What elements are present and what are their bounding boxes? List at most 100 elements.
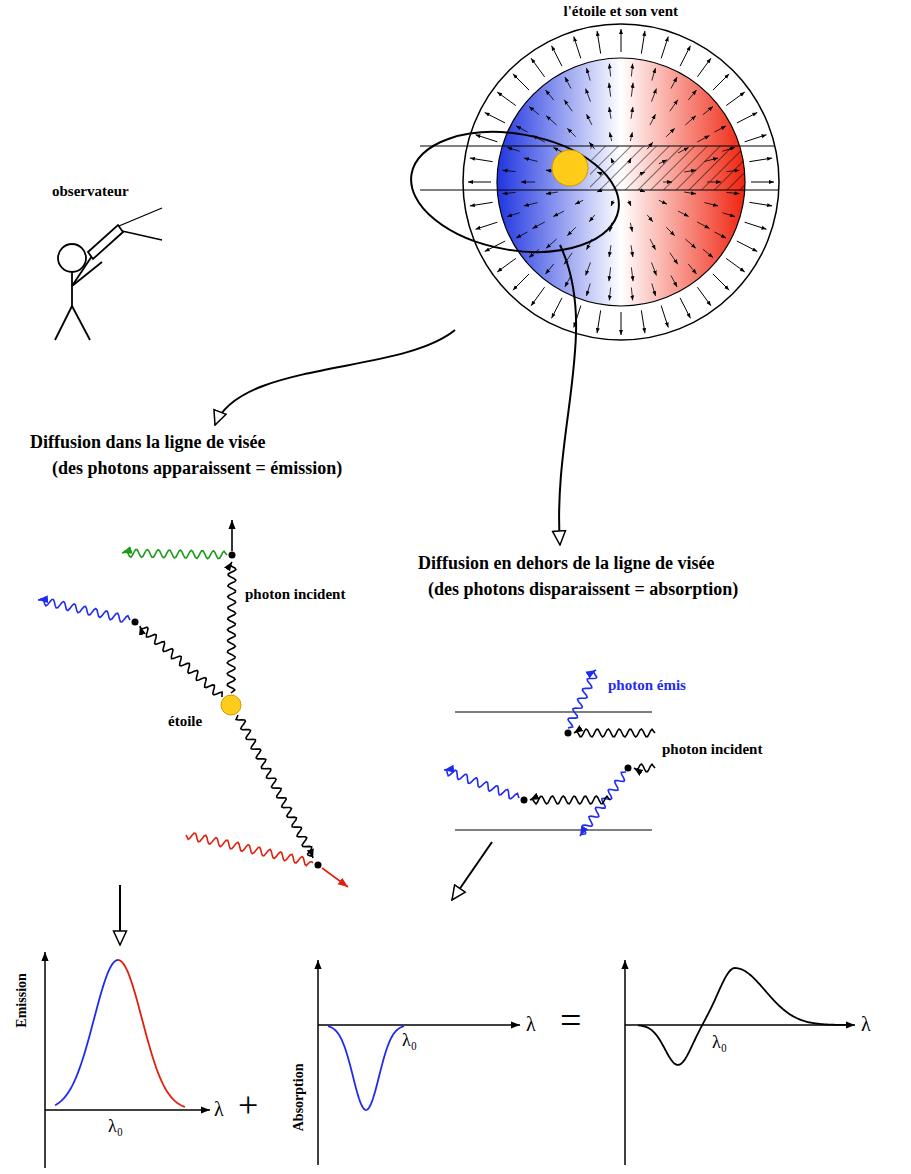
wind-arrows [468,29,774,335]
wind-arrow [553,211,564,216]
wind-arrow [552,46,562,66]
wind-arrow [575,200,583,204]
photon-label: photon émis [608,676,686,694]
p-cygni-profile [638,968,850,1065]
wind-arrow [609,245,611,257]
wind-arrow [671,77,677,88]
wind-arrow [685,116,695,125]
wind-arrow [678,211,689,216]
field-of-view-line [119,208,162,226]
wind-arrow [475,222,497,229]
wind-arrow [516,126,527,132]
wind-arrow [705,203,719,206]
wind-shell [463,24,779,340]
wind-arrow [546,264,554,274]
photon-wave [634,764,655,772]
wind-arrow [661,36,668,58]
wind-arrow [652,283,656,295]
wind-arrow [521,182,535,183]
wind-arrow [609,83,611,97]
wind-arrow [641,31,645,54]
wind-arrow [737,113,757,123]
wind-arrow [475,135,497,142]
axis-label: λ [526,1012,536,1036]
absorption-profile [328,1026,404,1110]
graph-axis [44,952,46,1168]
wind-arrow [697,58,711,77]
wind-arrow [671,275,677,286]
wind-arrow [470,202,493,206]
sight-beam-edge [455,829,652,830]
wind-arrow [516,232,527,238]
scatter-dot [132,619,139,626]
wind-arrow [631,64,632,77]
wind-arrow [714,126,725,132]
wind-arrow [546,239,556,248]
wind-arrow [647,215,653,222]
wind-arrow [688,264,696,274]
photon-wave [122,550,227,559]
photon-wave [140,626,222,697]
wind-arrow [703,107,713,115]
wind-arrow [621,312,622,335]
figure-title: l'étoile et son vent [564,2,679,20]
wind-arrow [507,213,519,217]
wind-arrow [564,100,572,112]
wind-arrow [507,147,519,151]
wind-arrow [524,203,538,206]
scatter-region-ellipse [402,117,629,268]
observer-figure [55,208,162,340]
emission-profile [118,960,185,1107]
wind-arrow [468,182,491,183]
wind-arrow [652,68,656,80]
photon-wave [444,770,519,799]
wind-arrow [567,227,575,235]
wind-arrow [745,222,767,229]
axis-label: λ₀ [712,1032,727,1054]
wind-arrow [552,298,562,318]
scatter-dot [565,730,572,737]
wind-arrow [631,107,633,119]
operator-sign: = [560,998,581,1044]
star [221,695,241,715]
wind-arrow [697,287,711,306]
callout-arrow [452,842,492,900]
wind-arrow [714,232,725,238]
wind-arrow [749,202,772,206]
wind-arrow [529,107,539,115]
wind-arrow [726,258,745,272]
graph-axis [45,1109,210,1111]
wind-arrow [703,249,713,257]
wind-arrow [470,158,493,162]
observer-head [58,244,86,272]
wind-arrow [650,239,655,250]
wind-arrow [531,58,545,77]
wind-arrow [713,274,729,290]
photon-label: photon incident [245,585,345,603]
wind-arrow [586,68,590,80]
wind-arrow [688,90,696,100]
observer-leg [55,306,72,340]
wind-arrow [546,90,554,100]
photon-wave [38,599,130,622]
in-sight-scatter [38,520,348,887]
wind-arrow [497,92,516,106]
wind-arrow [609,287,610,300]
wind-arrow [485,113,505,123]
wind-arrow [680,298,690,318]
graph-axis [317,960,319,1165]
wind-arrow [650,114,655,125]
wind-arrow [749,158,772,162]
wind-arrow [611,200,613,206]
scatter-dot [229,552,236,559]
axis-label: λ [214,1097,224,1121]
wind-arrow [529,249,539,257]
field-of-view-line [122,231,162,240]
axis-title: Absorption [291,1063,308,1131]
occultation-hatch [590,146,760,190]
scatter-dot [521,797,528,804]
photon-wave [186,833,313,865]
scatter-dot [625,765,632,772]
